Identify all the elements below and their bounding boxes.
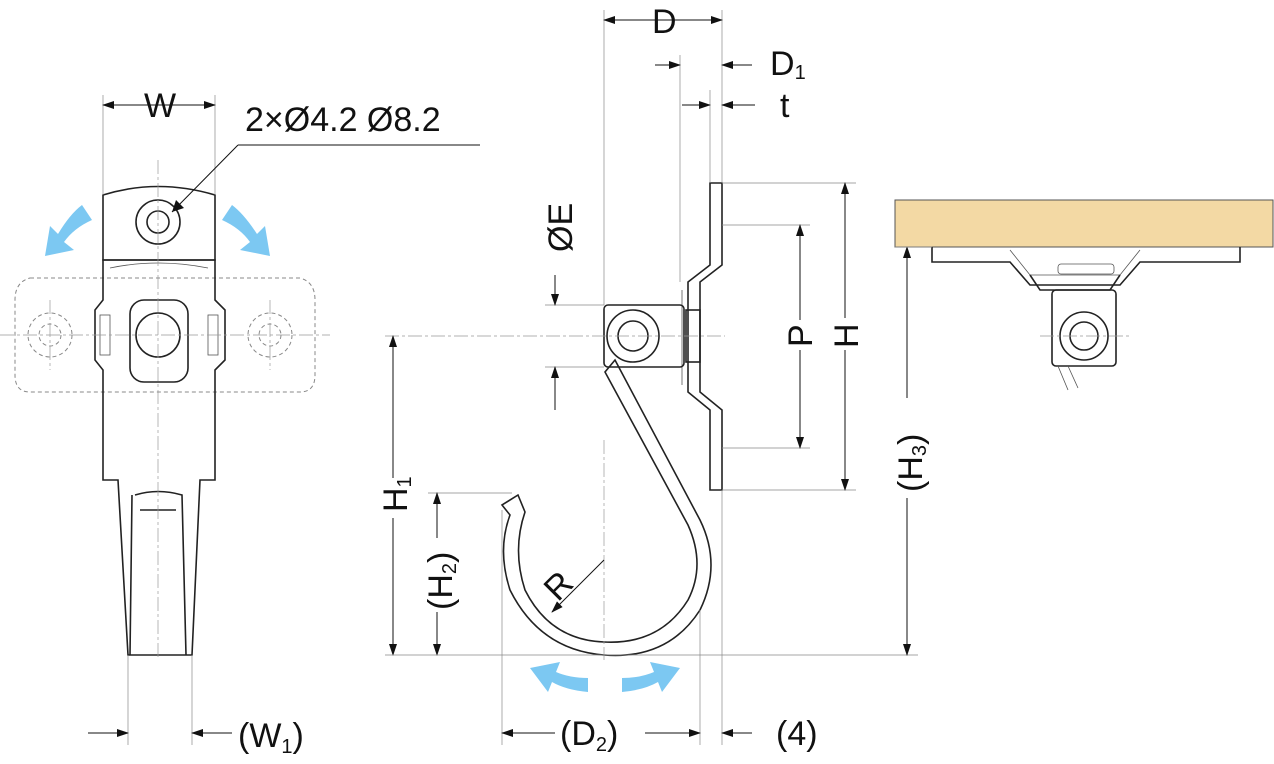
mounted-slot (1057, 263, 1115, 275)
label-H: H (828, 323, 866, 348)
label-W1: (W1) (238, 717, 304, 758)
rotation-arrow-bottom-left (530, 662, 588, 692)
hole-leader (171, 144, 239, 213)
label-H2: (H2) (422, 552, 461, 610)
label-D1: D1 (770, 45, 806, 84)
body-ridge (109, 262, 209, 269)
label-phiE: ØE (542, 203, 580, 252)
top-plate (102, 185, 216, 261)
mounted-bracket (1029, 274, 1121, 291)
label-D2: (D2) (560, 715, 618, 756)
pivot-housing (129, 299, 189, 383)
mounted-plate-inner (1009, 249, 1141, 276)
mounted-hook-stub-b (1067, 365, 1079, 389)
label-4: (4) (776, 715, 818, 753)
wood-board (894, 199, 1274, 248)
side-hook (500, 358, 712, 657)
rotation-arrow-right (222, 205, 270, 256)
rotation-arrow-left (45, 205, 92, 256)
side-view: R D D1 t ØE P H (376, 3, 931, 756)
p-label-bg (786, 320, 814, 350)
mounted-hook-stub-a (1057, 365, 1069, 391)
bracket-body (94, 259, 226, 656)
hole-leader-arrow (172, 200, 184, 212)
mounting-plate-outline (14, 277, 316, 393)
label-R: R (537, 564, 581, 608)
h3-label-bg (889, 398, 925, 498)
h-label-bg (830, 318, 860, 350)
label-H3: (H3) (892, 434, 931, 492)
side-pivot-outer (606, 309, 660, 363)
label-hole-spec: 2×Ø4.2 Ø8.2 (245, 101, 441, 139)
label-t: t (780, 87, 790, 125)
label-W: W (144, 87, 176, 125)
r-leader (551, 559, 605, 613)
front-view: W 2×Ø4.2 Ø8.2 (W1) (0, 87, 480, 758)
mounted-plate (931, 247, 1241, 286)
label-D: D (652, 3, 677, 41)
side-base-plate (687, 182, 723, 491)
mounted-pivot-block (1051, 289, 1117, 367)
label-H1: H1 (377, 476, 416, 512)
mounted-view (894, 199, 1274, 391)
h2-label-bg (420, 538, 454, 612)
right-hole-outer (247, 312, 293, 358)
label-P: P (782, 324, 820, 347)
rotation-arrow-bottom-right (622, 662, 680, 692)
h1-label-bg (376, 478, 408, 518)
